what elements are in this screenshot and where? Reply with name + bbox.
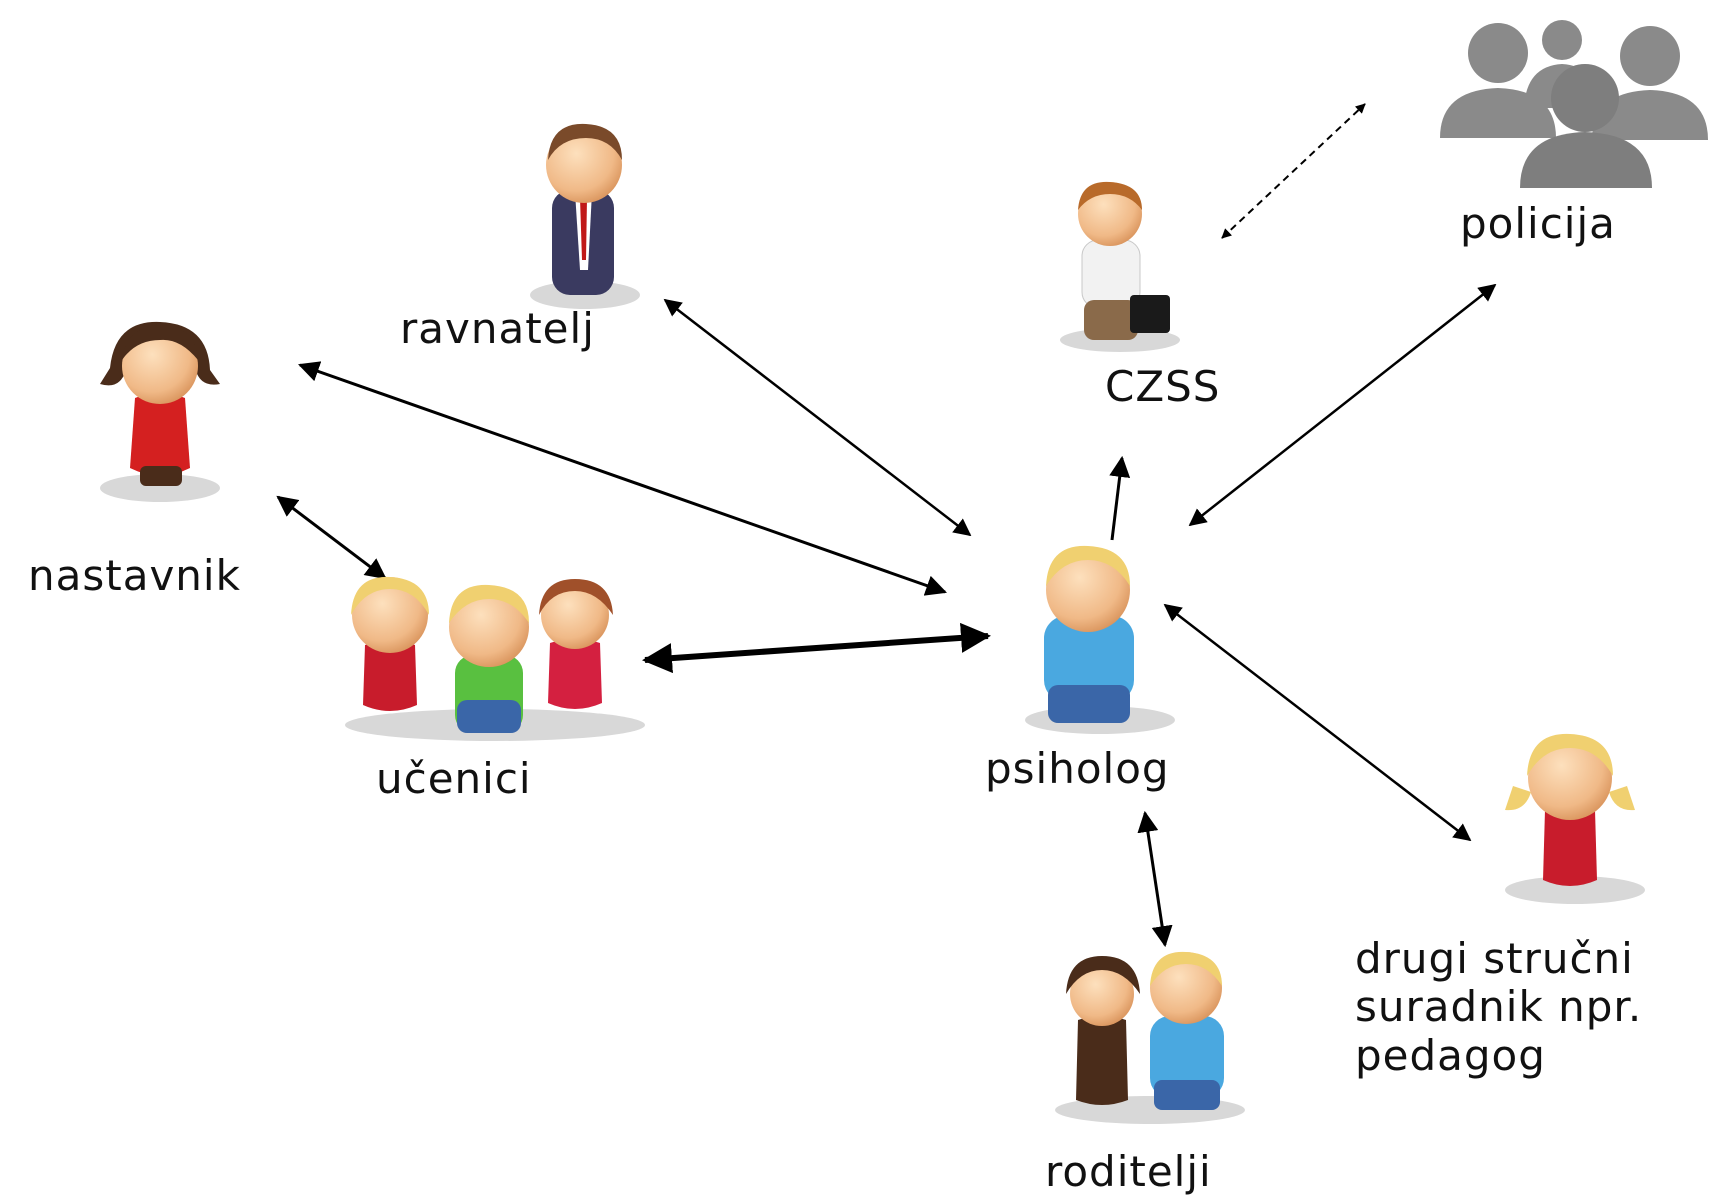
label-czss: CZSS	[1105, 362, 1221, 411]
psiholog-figure-icon	[1025, 545, 1175, 734]
arrows	[276, 103, 1497, 948]
label-policija: policija	[1460, 199, 1616, 248]
arrow-psiholog-czss	[1109, 455, 1131, 541]
label-psiholog: psiholog	[985, 744, 1170, 793]
ravnatelj-figure-icon	[530, 123, 640, 309]
arrow-psiholog-roditelji	[1137, 810, 1173, 948]
arrow-nastavnik-psiholog	[298, 361, 947, 596]
arrow-ucenici-psiholog	[642, 622, 991, 674]
label-drugi-line2: suradnik npr.	[1355, 982, 1643, 1032]
arrow-psiholog-policija	[1188, 283, 1497, 527]
nastavnik-figure-icon	[100, 321, 220, 502]
policija-group-icon	[1440, 20, 1708, 188]
label-ucenici: učenici	[376, 754, 532, 803]
arrow-nastavnik-ucenici	[276, 495, 387, 580]
ucenici-figure-icon	[345, 576, 645, 741]
roditelji-figure-icon	[1055, 951, 1245, 1124]
label-drugi-line1: drugi stručni	[1355, 934, 1634, 983]
drugi-suradnik-figure-icon	[1505, 733, 1645, 904]
label-drugi-line3: pedagog	[1355, 1030, 1546, 1080]
label-nastavnik: nastavnik	[28, 551, 241, 600]
label-ravnatelj: ravnatelj	[400, 304, 595, 353]
czss-figure-icon	[1060, 181, 1180, 352]
label-drugi-suradnik: drugi stručni suradnik npr. pedagog	[1355, 934, 1685, 1080]
arrow-czss-policija-dashed	[1221, 103, 1366, 239]
arrow-ravnatelj-psiholog	[663, 298, 972, 537]
arrow-psiholog-drugi	[1163, 603, 1472, 842]
label-roditelji: roditelji	[1045, 1147, 1212, 1196]
